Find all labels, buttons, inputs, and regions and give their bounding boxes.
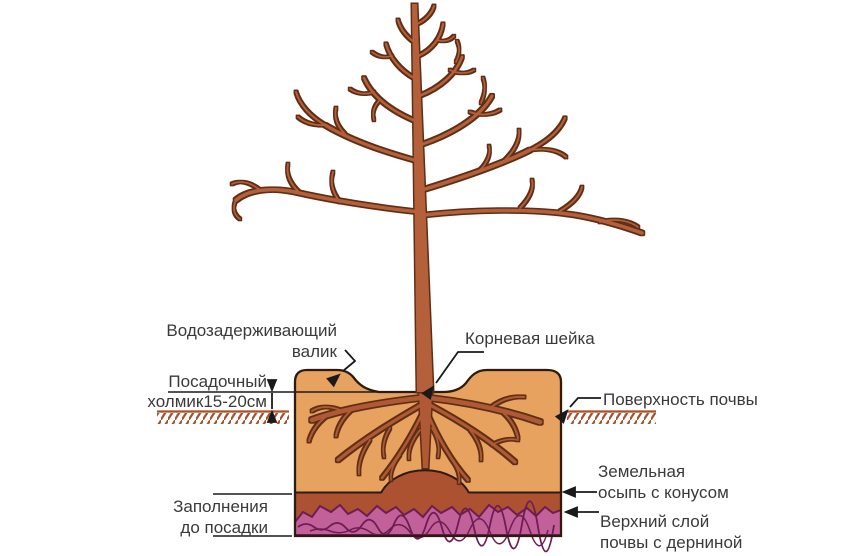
leader-arrows xyxy=(213,349,601,537)
label-water-ridge: Водозадерживающий валик xyxy=(166,321,337,361)
label-earth-scree: Земельная осыпь с конусом xyxy=(598,462,729,502)
label-fill-before-planting: Заполнения до посадки xyxy=(173,497,268,537)
ground-hatch-right xyxy=(567,410,656,424)
label-planting-mound-1: Посадочный xyxy=(168,372,267,391)
pit-outline xyxy=(293,368,563,538)
label-root-collar: Корневая шейка xyxy=(465,329,595,348)
roots xyxy=(308,392,543,484)
ground-hatch-left xyxy=(157,410,289,424)
label-soil-surface: Поверхность почвы xyxy=(603,390,758,409)
trunk xyxy=(412,4,433,392)
soil-cone xyxy=(381,470,469,493)
label-planting-mound-2: холмик15-20см xyxy=(147,392,267,411)
tree xyxy=(231,4,644,392)
turf-layer xyxy=(294,500,562,553)
label-top-soil-layer: Верхний слой почвы с дерниной xyxy=(600,512,743,552)
